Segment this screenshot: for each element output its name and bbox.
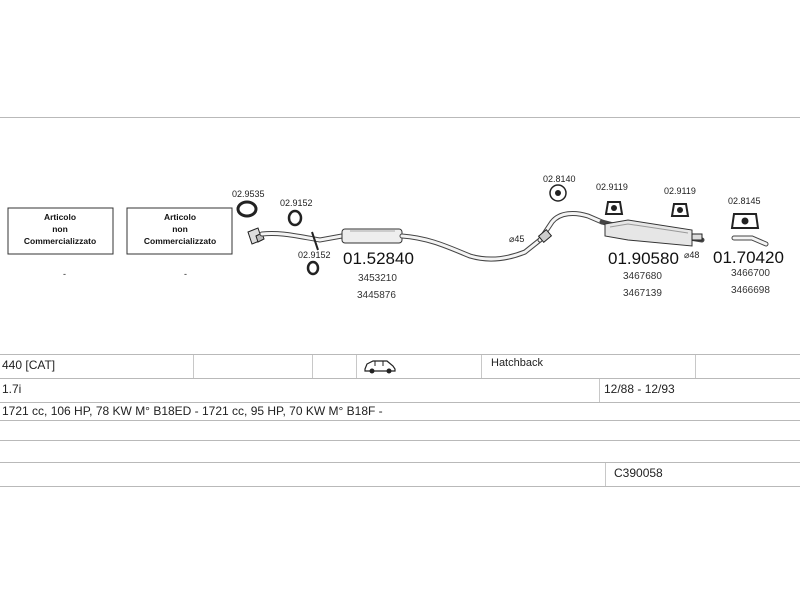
label-02-9535: 02.9535 [232,189,265,199]
label-02-8145: 02.8145 [728,196,761,206]
ring-icon [236,200,258,218]
not-available-box-1: Articolo non Commercializzato - [7,207,114,279]
box-1-dash: - [63,269,66,279]
table-border [0,402,800,403]
label-02-9119-a: 02.9119 [596,182,628,192]
specs-cell: 1721 cc, 106 HP, 78 KW M° B18ED - 1721 c… [2,404,383,418]
body-type-cell: Hatchback [491,357,543,369]
label-front-pipe: 01.52840 [343,249,414,268]
ref-3467680: 3467680 [623,271,662,282]
table-border [0,354,800,355]
table-border [0,420,800,421]
label-tail-pipe: 01.70420 [713,248,784,267]
label-rear-silencer: 01.90580 [608,249,679,268]
box-1-line3: Commercializzato [24,236,96,246]
car-icon [364,360,396,374]
ref-3453210: 3453210 [358,273,397,284]
not-available-box-2: Articolo non Commercializzato - [126,207,233,279]
table-border [0,462,800,463]
ref-3467139: 3467139 [623,288,662,299]
ref-3466698: 3466698 [731,285,770,296]
exhaust-svg: Articolo non Commercializzato - Articolo… [7,174,784,301]
table-border [0,378,800,379]
diameter-45: ⌀45 [509,234,524,244]
table-border [0,486,800,487]
code-cell: C390058 [614,466,663,480]
box-2-line1: Articolo [164,212,196,222]
diameter-48: ⌀48 [684,250,699,260]
engine-cell: 1.7i [2,382,22,396]
box-1-line2: non [52,224,68,234]
box-2-dash: - [184,269,187,279]
ring-icon [306,260,320,276]
label-02-9152-low: 02.9152 [298,250,331,260]
box-2-line2: non [172,224,188,234]
table-border [0,440,800,441]
ref-3466700: 3466700 [731,268,770,279]
top-border [0,117,800,118]
model-cell: 440 [CAT] [2,358,56,372]
dates-cell: 12/88 - 12/93 [604,382,675,396]
label-02-9152-top: 02.9152 [280,198,313,208]
bracket-icon [311,231,319,251]
ref-3445876: 3445876 [357,290,396,301]
box-1-line1: Articolo [44,212,76,222]
box-2-line3: Commercializzato [144,236,216,246]
label-02-8140: 02.8140 [543,174,576,184]
label-02-9119-b: 02.9119 [664,186,696,196]
ring-icon [287,209,303,227]
rear-silencer-icon [604,219,693,247]
